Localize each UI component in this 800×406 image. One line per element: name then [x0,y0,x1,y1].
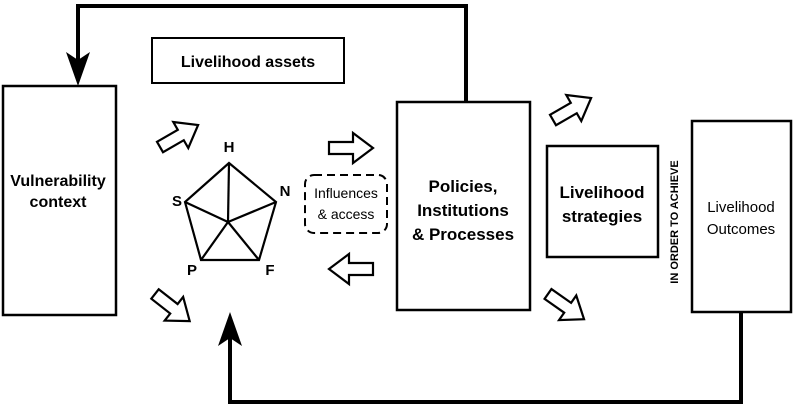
vulnerability-label-1: Vulnerability [10,173,106,190]
arrow-vulnerability-down-icon [144,281,201,335]
livelihood-assets-box: Livelihood assets [151,37,345,84]
influences-label: Influences [314,185,378,201]
influences-access-box: Influences & access [304,174,388,234]
physical-capital-label: P [187,262,197,279]
vulnerability-label-2: context [30,194,88,211]
vulnerability-context-box: Vulnerability context [1,84,118,317]
policies-box: Policies, Institutions & Processes [395,100,532,312]
livelihood-strategies-box: Livelihood strategies [545,144,660,259]
bottom-feedback-line [228,312,743,404]
outcomes-label-2: Outcomes [707,221,775,238]
bottom-feedback-arrowhead [218,312,242,346]
arrow-vulnerability-to-assets-icon [151,110,207,162]
top-feedback-arrowhead [66,52,90,86]
arrow-from-policies-icon [327,252,375,286]
outcomes-label-1: Livelihood [707,199,775,216]
human-capital-label: H [224,139,235,156]
social-capital-label: S [172,193,182,210]
access-label: & access [318,206,375,222]
livelihood-outcomes-box: Livelihood Outcomes [690,119,793,314]
in-order-to-achieve-label: IN ORDER TO ACHIEVE [669,160,681,283]
financial-capital-label: F [265,262,274,279]
arrow-policies-down-icon [538,280,594,333]
arrow-to-policies-icon [327,131,375,165]
natural-capital-label: N [280,183,291,200]
asset-pentagon [183,161,278,262]
policies-label-2: Institutions [417,201,509,220]
top-feedback-line [76,4,468,102]
strategies-label-1: Livelihood [560,183,645,202]
policies-label-3: & Processes [412,225,514,244]
assets-label: Livelihood assets [181,54,315,71]
arrow-policies-up-icon [544,83,600,135]
policies-label-1: Policies, [429,177,498,196]
strategies-label-2: strategies [562,207,642,226]
